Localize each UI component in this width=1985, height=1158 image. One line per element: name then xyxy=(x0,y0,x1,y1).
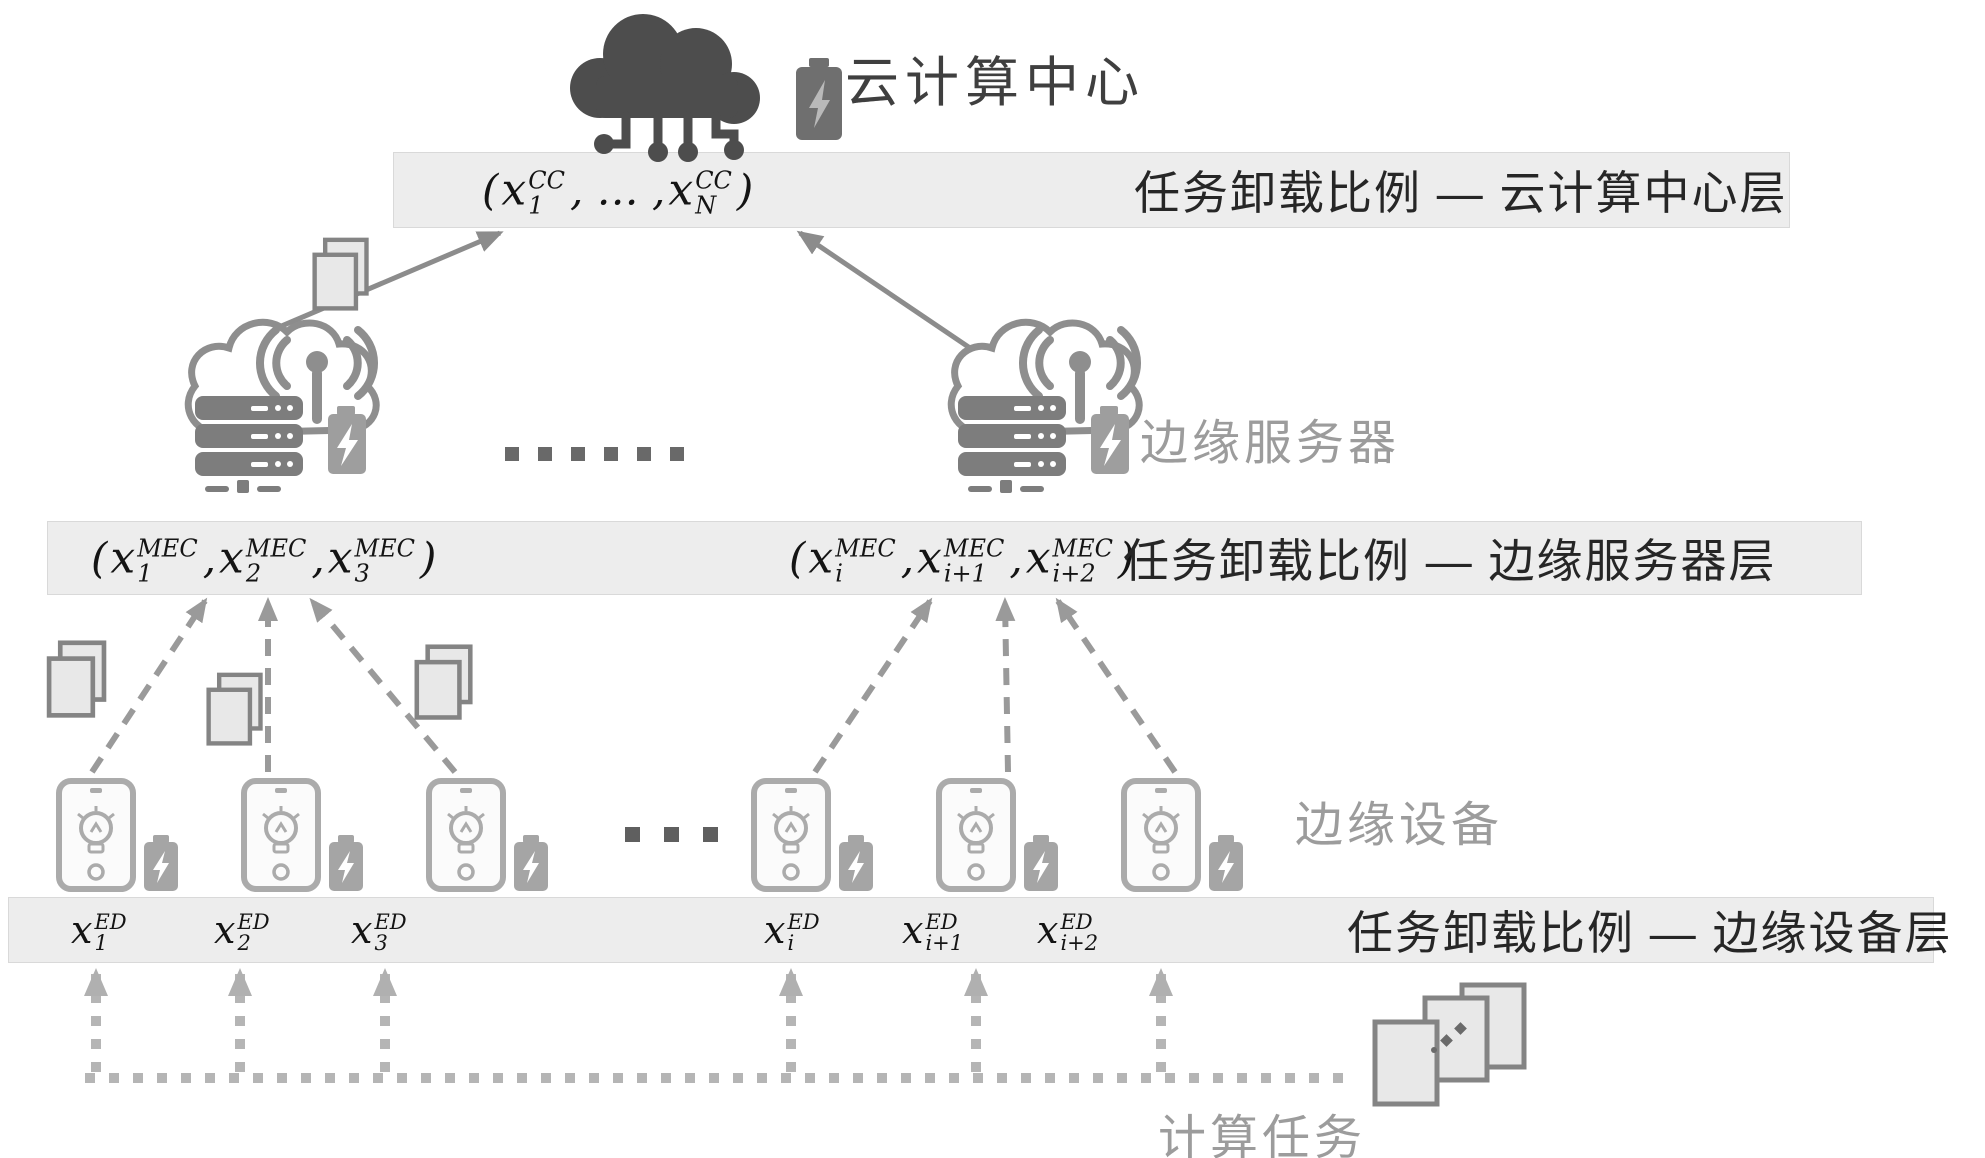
device-battery-icon xyxy=(1021,835,1061,893)
cloud-computing-icon xyxy=(548,6,778,166)
computing-task-label: 计算任务 xyxy=(1158,1112,1367,1158)
arrow-device6-to-mec xyxy=(1055,597,1178,774)
task-document-icon xyxy=(414,644,474,722)
edge-device-tier-label: 边缘设备 xyxy=(1295,799,1504,852)
arrow-device4-to-mec xyxy=(812,597,933,774)
edge-device-icon-2 xyxy=(240,778,322,892)
edge-device-icon-1 xyxy=(55,778,137,892)
mec-band-label: 任务卸载比例 — 边缘服务器层 xyxy=(1123,535,1777,587)
edge-server-tier-label: 边缘服务器 xyxy=(1140,417,1401,470)
computing-task-stack-icon xyxy=(1372,982,1532,1122)
edge-device-icon-5 xyxy=(935,778,1017,892)
edge-device-icon-6 xyxy=(1120,778,1202,892)
ed-band-label: 任务卸载比例 — 边缘设备层 xyxy=(1347,907,1953,959)
edge-device-icon-3 xyxy=(425,778,507,892)
task-document-icon xyxy=(46,640,108,720)
cloud-tier-label: 云计算中心 xyxy=(845,53,1145,113)
task-document-icon xyxy=(206,672,264,748)
device-battery-icon xyxy=(326,835,366,893)
cloud-battery-icon xyxy=(793,58,845,142)
device-ellipsis xyxy=(625,827,742,842)
device-battery-icon xyxy=(511,835,551,893)
arrow-device1-to-mec xyxy=(89,597,208,774)
arrow-device3-to-mec xyxy=(309,597,458,774)
edge-server-icon-2 xyxy=(928,278,1148,513)
server-ellipsis xyxy=(505,447,703,461)
cc-band-label: 任务卸载比例 — 云计算中心层 xyxy=(1134,167,1788,219)
device-battery-icon xyxy=(1206,835,1246,893)
edge-device-icon-4 xyxy=(750,778,832,892)
device-battery-icon xyxy=(836,835,876,893)
device-battery-icon xyxy=(141,835,181,893)
arrow-device5-to-mec xyxy=(995,597,1016,773)
edge-server-icon-1 xyxy=(165,278,385,513)
